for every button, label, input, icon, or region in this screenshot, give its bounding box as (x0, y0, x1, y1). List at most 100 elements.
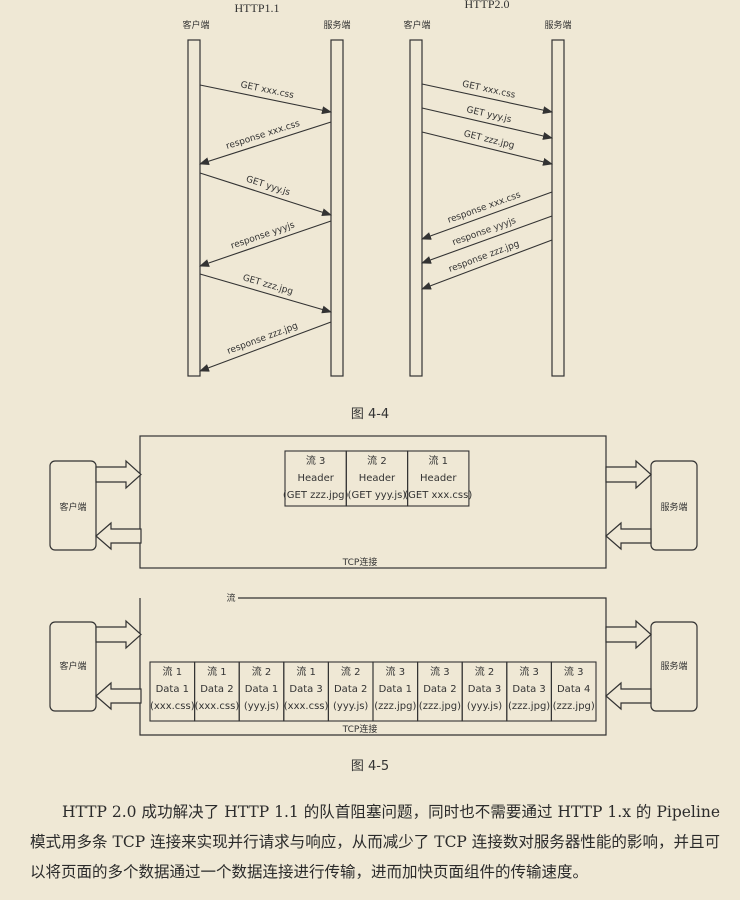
http11-msg-4-arrow (199, 273, 332, 314)
bottom-server-out-arrow (605, 681, 652, 711)
header-frame-box (407, 450, 470, 507)
data-frame-type: Data 3 (512, 684, 545, 695)
top-server-in-arrow (605, 459, 652, 490)
stream-label: 流 (226, 592, 235, 604)
data-frame-payload: (yyy.js) (244, 701, 279, 712)
data-frame-payload: (xxx.css) (150, 701, 195, 712)
data-frame-payload: (zzz.jpg) (508, 701, 550, 712)
data-frame-3: 流 1 Data 3 (xxx.css) (283, 661, 329, 722)
data-frame-1: 流 1 Data 2 (xxx.css) (194, 661, 240, 722)
figure-4-4-caption: 图 4-4 (350, 407, 390, 422)
data-frame-type: Data 1 (156, 684, 189, 695)
http11-server-label: 服务端 (323, 19, 350, 31)
bottom-client-out-arrow (95, 619, 142, 650)
http20-request-2-arrow (421, 131, 553, 166)
data-frame-type: Data 2 (200, 684, 233, 695)
bottom-tcp-connection-label: TCP连接 (342, 723, 378, 735)
http20-title: HTTP2.0 (465, 0, 510, 11)
body-paragraph: HTTP 2.0 成功解决了 HTTP 1.1 的队首阻塞问题，同时也不需要通过… (30, 803, 720, 881)
http20-server-label: 服务端 (544, 19, 571, 31)
http11-server-lifeline (330, 39, 344, 377)
header-frame-stream: 流 1 (428, 454, 448, 467)
http20-client-lifeline (409, 39, 423, 377)
http11-msg-3-arrow (199, 220, 332, 267)
http11-client-label: 客户端 (182, 19, 209, 31)
header-frame-0: 流 3 Header (GET zzz.jpg) (283, 450, 349, 507)
header-frame-type: Header (359, 473, 396, 484)
bottom-server-label: 服务端 (660, 660, 687, 672)
http11-msg-5-arrow (199, 321, 332, 372)
top-client-out-arrow (95, 459, 142, 490)
data-frame-payload: (zzz.jpg) (419, 701, 461, 712)
header-frame-stream: 流 3 (306, 454, 326, 467)
bottom-client-label: 客户端 (59, 660, 86, 672)
http20-response-0-arrow (421, 191, 553, 240)
http11-msg-5-label: response zzz.jpg (226, 321, 299, 357)
header-frame-type: Header (297, 473, 334, 484)
http20-response-2-arrow (421, 239, 553, 290)
top-server-label: 服务端 (660, 501, 687, 513)
header-frame-payload: (GET zzz.jpg) (283, 490, 349, 501)
data-frame-stream: 流 1 (163, 665, 183, 678)
http20-response-1-arrow (421, 215, 553, 264)
header-frame-2: 流 1 Header (GET xxx.css) (404, 450, 472, 507)
http11-client-lifeline (187, 39, 201, 377)
data-frame-stream: 流 3 (564, 665, 584, 678)
http11-msg-2-arrow (199, 172, 332, 217)
http11-msg-1-arrow (199, 121, 332, 166)
bottom-client-box (49, 621, 97, 712)
data-frame-payload: (zzz.jpg) (374, 701, 416, 712)
bottom-server-box (650, 621, 698, 712)
data-frame-box (550, 661, 597, 722)
http20-server-lifeline (551, 39, 565, 377)
data-frames: 流 1 Data 1 (xxx.css) 流 1 Data 2 (xxx.css) 流 2 D… (149, 661, 597, 722)
data-frame-stream: 流 2 (475, 665, 495, 678)
multiplex-data-diagram: 客户端 服务端 流 TCP连接 流 1 Data 1 (xxx.css) 流 1 Dat… (49, 592, 698, 736)
data-frame-payload: (xxx.css) (284, 701, 329, 712)
data-frame-type: Data 2 (334, 684, 367, 695)
data-frame-0: 流 1 Data 1 (xxx.css) (149, 661, 196, 722)
top-client-box (49, 460, 97, 551)
data-frame-7: 流 2 Data 3 (yyy.js) (461, 661, 508, 722)
http20-request-0-label: GET xxx.css (461, 80, 516, 101)
top-server-out-arrow (605, 521, 652, 551)
top-tcp-connection-label: TCP连接 (342, 556, 378, 568)
data-frame-payload: (yyy.js) (467, 701, 502, 712)
data-frame-type: Data 2 (423, 684, 456, 695)
top-client-label: 客户端 (59, 501, 86, 513)
http20-request-1-arrow (421, 107, 553, 140)
http11-title: HTTP1.1 (235, 1, 280, 15)
header-frame-payload: (GET yyy.js) (348, 490, 407, 501)
top-tcp-connection-box (139, 435, 607, 569)
data-frame-type: Data 1 (379, 684, 412, 695)
data-frame-stream: 流 3 (430, 665, 450, 678)
data-frame-payload: (yyy.js) (333, 701, 368, 712)
http11-msg-0-arrow (199, 84, 332, 115)
bottom-server-in-arrow (605, 619, 652, 650)
data-frame-stream: 流 1 (207, 665, 227, 678)
top-client-in-arrow (95, 521, 142, 551)
data-frame-type: Data 3 (289, 684, 322, 695)
figure-4-5-caption: 图 4-5 (350, 759, 390, 774)
header-frame-type: Header (420, 473, 457, 484)
http11-msg-0-label: GET xxx.css (240, 80, 295, 101)
data-frame-6: 流 3 Data 2 (zzz.jpg) (417, 661, 463, 722)
data-frame-payload: (xxx.css) (195, 701, 240, 712)
data-frame-type: Data 3 (468, 684, 501, 695)
header-frame-payload: (GET xxx.css) (404, 490, 472, 501)
http20-client-label: 客户端 (403, 19, 430, 31)
data-frame-stream: 流 2 (252, 665, 272, 678)
data-frame-stream: 流 1 (296, 665, 316, 678)
data-frame-type: Data 1 (245, 684, 278, 695)
